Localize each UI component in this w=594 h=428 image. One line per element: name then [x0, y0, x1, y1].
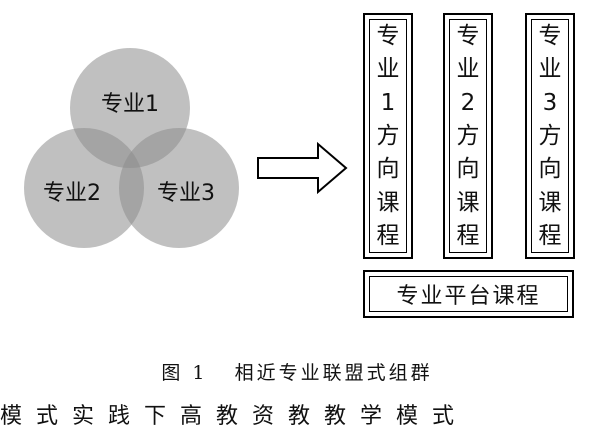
- platform-course-label: 专业平台课程: [369, 276, 568, 312]
- column-1-char: 专: [376, 23, 400, 49]
- venn-circle-left: [24, 128, 144, 248]
- platform-course-box: 专业平台课程: [363, 270, 574, 318]
- column-3-char: 专: [538, 23, 562, 49]
- venn-label-right: 专业3: [157, 181, 215, 206]
- column-1-char: 程: [376, 222, 400, 249]
- figure-caption: 图 1 相近专业联盟式组群: [161, 362, 433, 384]
- column-3-char: 3: [542, 89, 558, 116]
- column-2-char: 课: [456, 189, 480, 216]
- diagram: 专业1 专业2 专业3 专 业 1 方 向 课 程 专 业 2 方 向 课 程 …: [0, 13, 575, 428]
- column-1-char: 1: [380, 89, 396, 116]
- column-3-char: 课: [538, 189, 562, 216]
- course-column-1-inner: 专 业 1 方 向 课 程: [369, 19, 407, 253]
- column-1-char: 业: [376, 56, 400, 83]
- venn-label-left: 专业2: [43, 181, 101, 206]
- column-2-char: 向: [456, 156, 480, 183]
- column-2-char: 方: [456, 122, 480, 149]
- column-3-char: 向: [538, 156, 562, 183]
- column-2-char: 业: [456, 56, 480, 83]
- column-3-char: 程: [538, 222, 562, 249]
- venn-diagram: 专业1 专业2 专业3: [24, 48, 348, 248]
- cut-off-body-text: 模式实践下高教资教教学模式: [0, 404, 469, 428]
- venn-label-top: 专业1: [101, 92, 159, 117]
- course-column-2-inner: 专 业 2 方 向 课 程: [449, 19, 487, 253]
- course-column-2: 专 业 2 方 向 课 程: [443, 13, 493, 259]
- course-column-3-inner: 专 业 3 方 向 课 程: [531, 19, 569, 253]
- course-column-1: 专 业 1 方 向 课 程: [363, 13, 413, 259]
- column-2-char: 专: [456, 23, 480, 49]
- column-1-char: 课: [376, 189, 400, 216]
- right-arrow: [257, 141, 348, 195]
- column-1-char: 方: [376, 122, 400, 149]
- column-1-char: 向: [376, 156, 400, 183]
- column-2-char: 程: [456, 222, 480, 249]
- column-3-char: 方: [538, 122, 562, 149]
- course-column-3: 专 业 3 方 向 课 程: [525, 13, 575, 259]
- column-3-char: 业: [538, 56, 562, 83]
- column-2-char: 2: [460, 89, 476, 116]
- venn-circle-right: [119, 128, 239, 248]
